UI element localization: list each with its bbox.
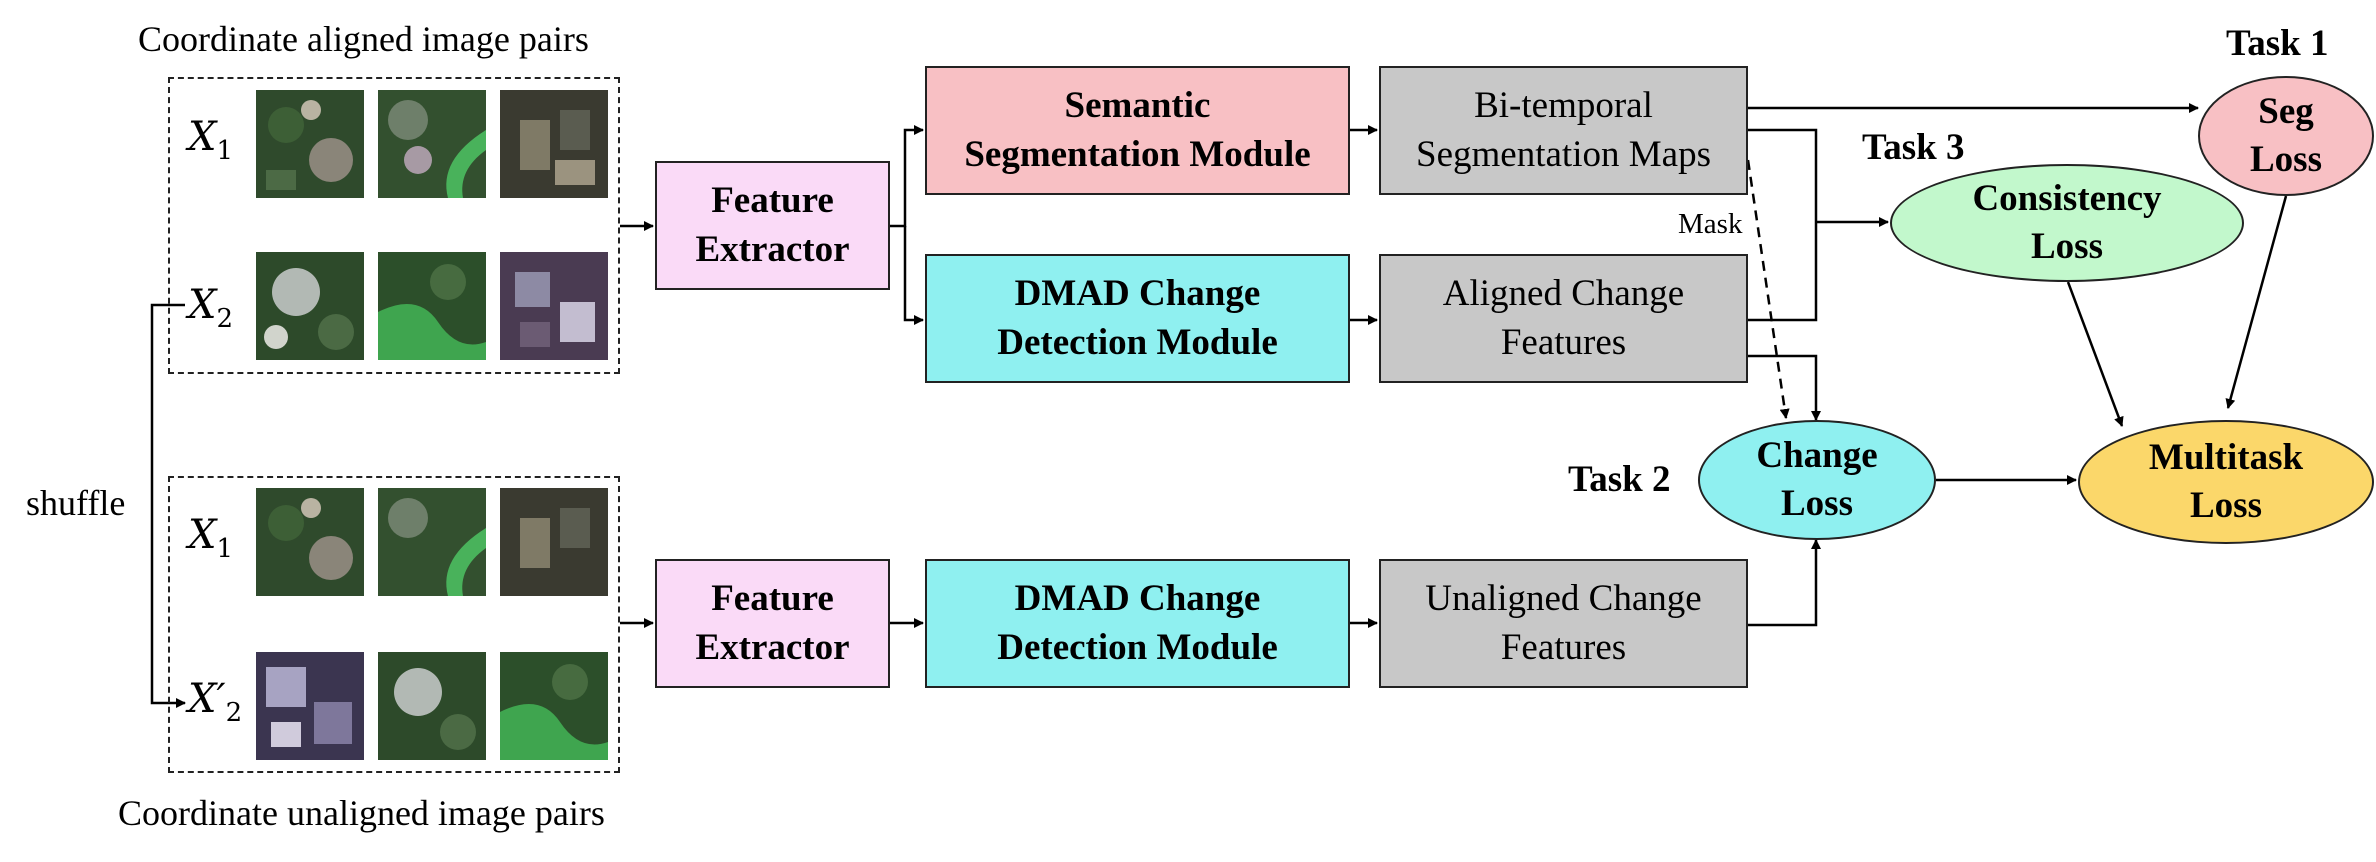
satellite-image-x2p-2 — [378, 652, 486, 760]
arrow-feature-to-dmad-top — [903, 226, 924, 325]
satellite-image-x1-bottom-3 — [500, 488, 608, 596]
arrow-mask-dashed — [1746, 159, 1790, 419]
x2-prime-bottom-label: X′2 — [188, 676, 243, 728]
arrow-seg-to-multitask — [2225, 195, 2288, 409]
arrow-consistency-to-multitask — [2066, 281, 2124, 427]
mask-label: Mask — [1678, 208, 1743, 240]
arrow-unaligned-to-change-loss — [1748, 539, 1821, 627]
satellite-image-x2-1 — [256, 252, 364, 360]
shuffle-label: shuffle — [26, 483, 126, 523]
task2-label: Task 2 — [1568, 459, 1671, 500]
x2-top-label: X2 — [188, 282, 234, 334]
unaligned-caption: Coordinate unaligned image pairs — [118, 793, 605, 833]
aligned-caption: Coordinate aligned image pairs — [138, 19, 589, 59]
unaligned-pairs-group — [168, 476, 620, 773]
task1-label: Task 1 — [2226, 23, 2329, 64]
satellite-image-x2p-1 — [256, 652, 364, 760]
satellite-image-x1-bottom-1 — [256, 488, 364, 596]
x1-top-label: X1 — [188, 114, 234, 166]
satellite-image-x1-2 — [378, 90, 486, 198]
line-bitemporal-to-consistency — [1748, 128, 1818, 322]
satellite-image-x2p-3 — [500, 652, 608, 760]
task3-label: Task 3 — [1862, 127, 1965, 168]
x1-bottom-label: X1 — [188, 512, 234, 564]
satellite-image-x2-2 — [378, 252, 486, 360]
arrow-aligned-to-change-loss — [1748, 354, 1821, 421]
satellite-image-x2-3 — [500, 252, 608, 360]
satellite-image-x1-bottom-2 — [378, 488, 486, 596]
aligned-pairs-group — [168, 77, 620, 374]
arrow-feature-to-semantic — [890, 125, 924, 228]
satellite-image-x1-1 — [256, 90, 364, 198]
satellite-image-x1-3 — [500, 90, 608, 198]
